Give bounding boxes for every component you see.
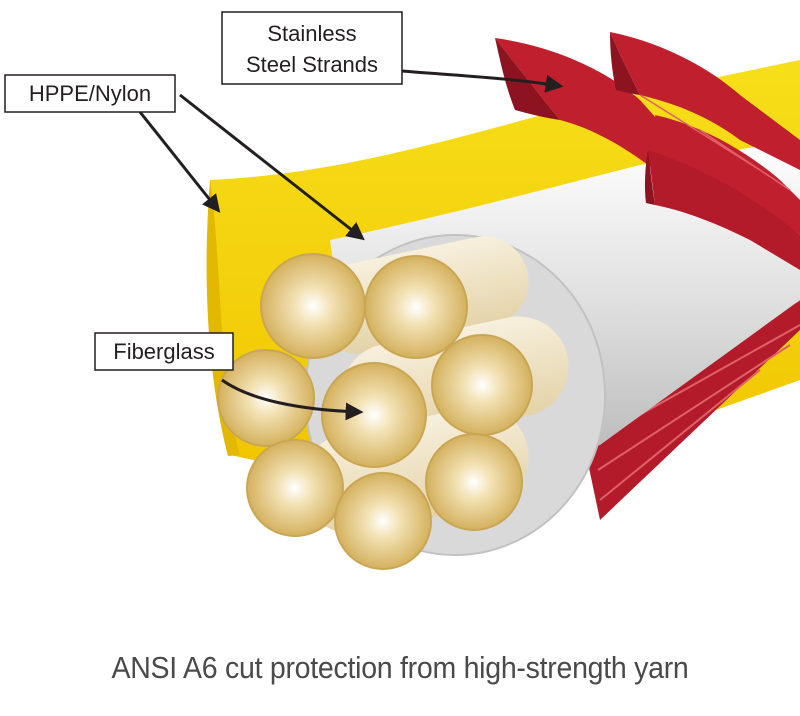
caption: ANSI A6 cut protection from high-strengt…: [111, 650, 689, 685]
fiberglass-strand: [246, 439, 344, 537]
fiberglass-strand: [364, 255, 468, 359]
fiberglass-strand: [334, 472, 432, 570]
fiberglass-strand: [217, 349, 315, 447]
fiberglass-arrow: [221, 378, 364, 421]
fiberglass-strand: [260, 253, 366, 359]
hppe-label-box: HPPE/Nylon: [4, 74, 176, 113]
fiberglass-strand: [425, 433, 523, 531]
fiberglass-strand-ends: [217, 253, 533, 570]
stainless-label-line1: Stainless: [267, 21, 356, 46]
fiberglass-strand: [431, 334, 533, 436]
fiberglass-strand: [321, 362, 427, 468]
hppe-arrow-right: [179, 93, 365, 241]
stainless-label-line2: Steel Strands: [246, 52, 378, 77]
hppe-arrow-left: [138, 111, 221, 213]
hppe-label: HPPE/Nylon: [29, 81, 151, 106]
callout-arrows: [138, 69, 564, 421]
stainless-label-box: Stainless Steel Strands: [221, 11, 403, 85]
fiberglass-label-box: Fiberglass: [94, 332, 234, 371]
stainless-arrow: [401, 69, 564, 93]
fiberglass-label: Fiberglass: [113, 339, 214, 364]
